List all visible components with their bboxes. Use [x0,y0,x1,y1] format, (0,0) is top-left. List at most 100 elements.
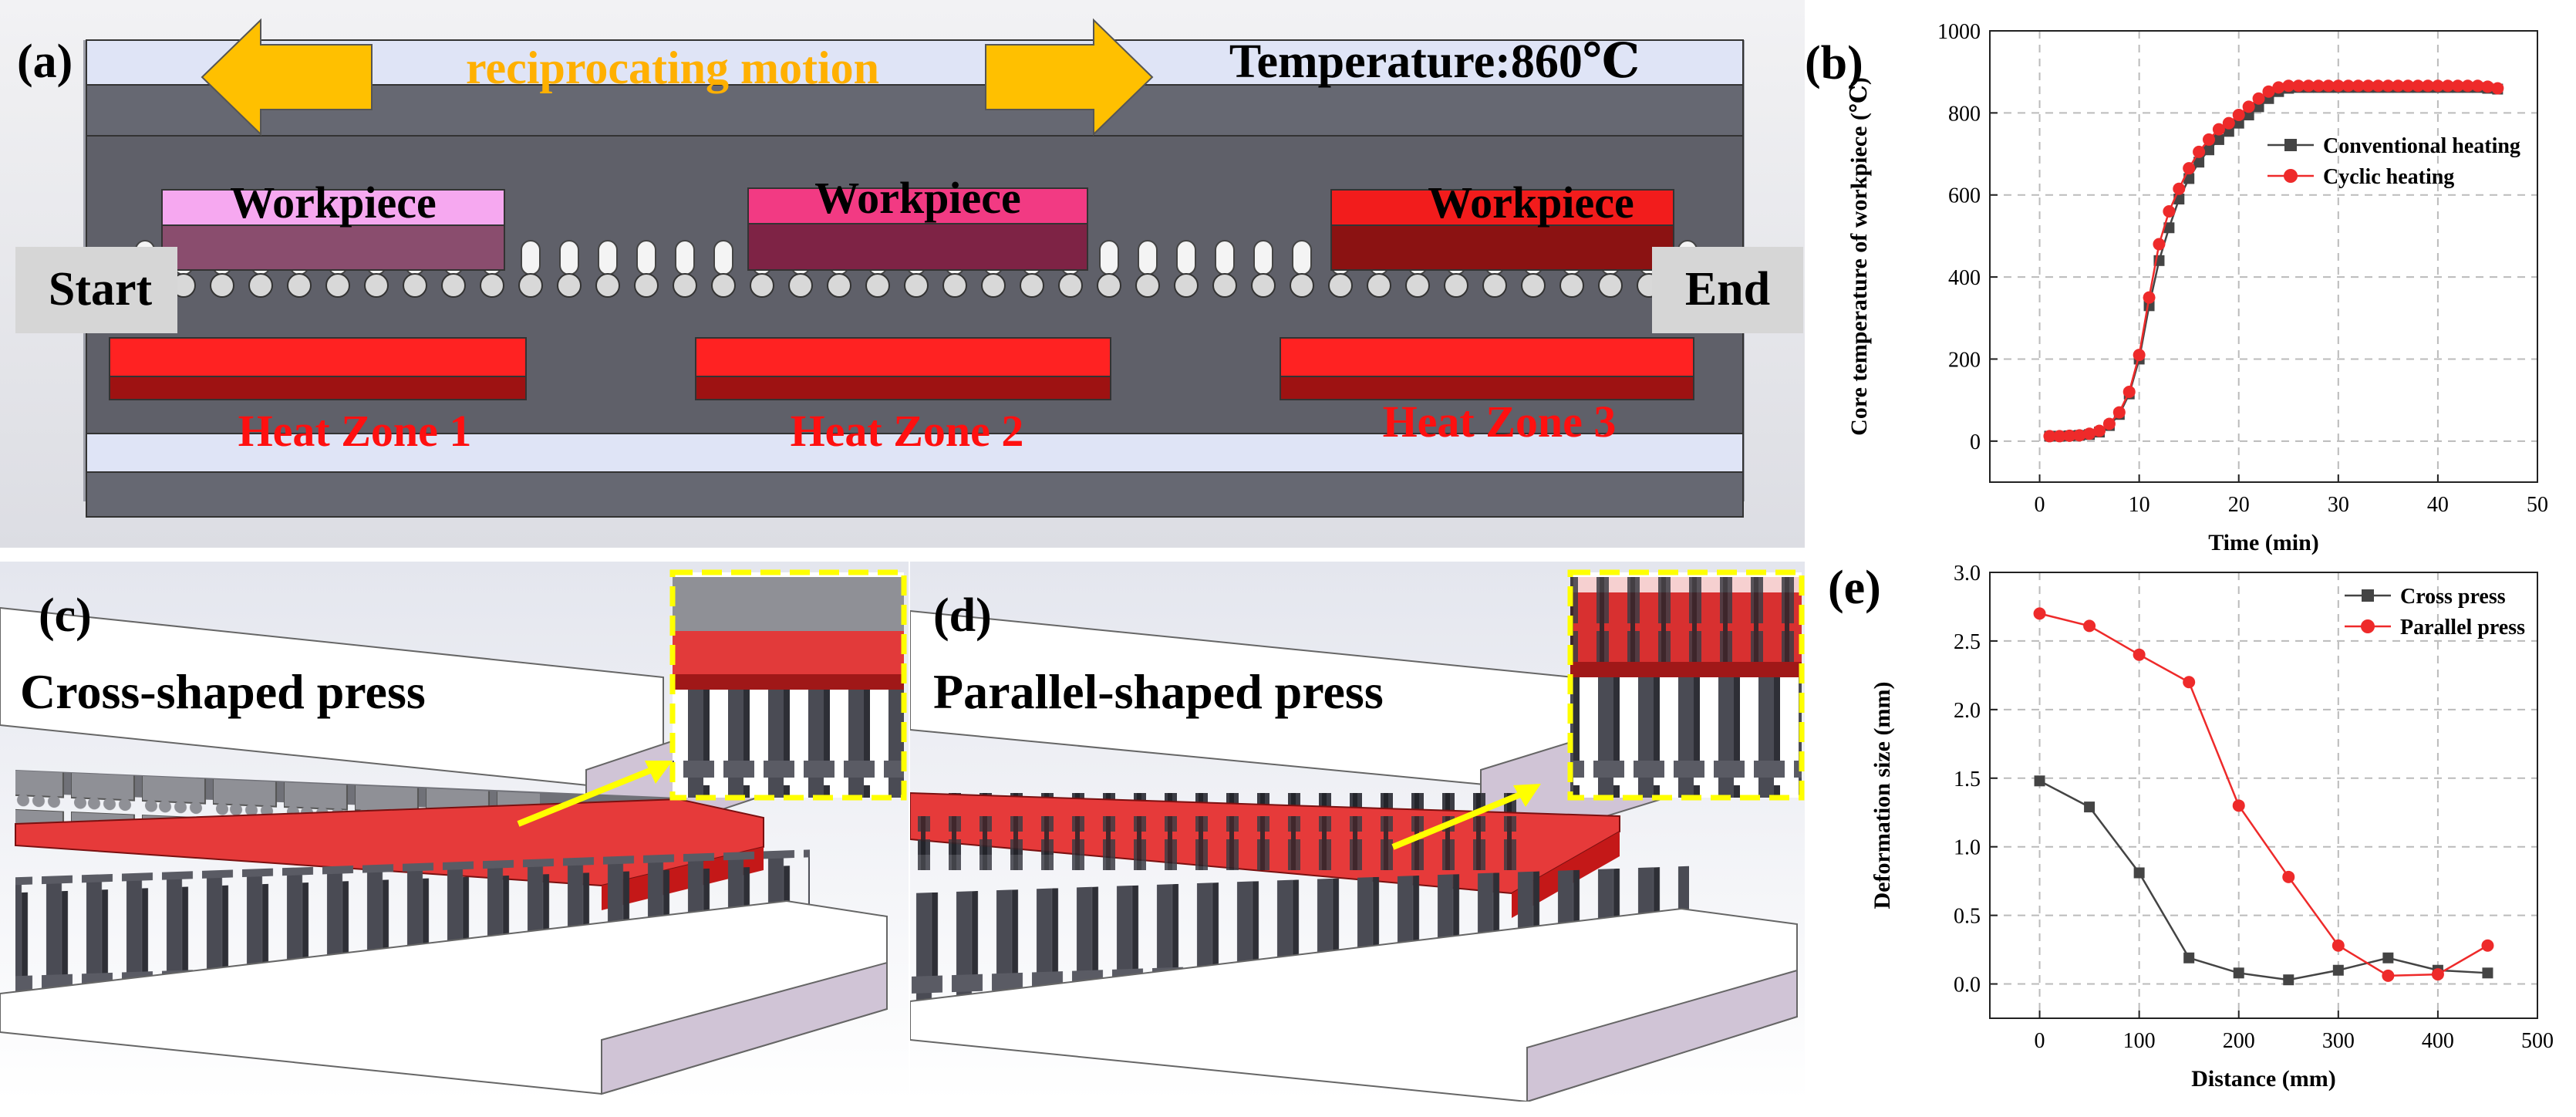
motion-label: reciprocating motion [466,42,879,93]
roller-post [675,240,695,275]
cross-press-render: (c) Cross-shaped press [0,562,909,1102]
data-point [2083,619,2096,633]
data-point [2083,427,2096,440]
data-point [2292,79,2305,93]
data-point [2312,79,2325,93]
data-point [2053,430,2066,443]
workpiece-2: Workpiece [747,173,1088,271]
roller [827,273,851,298]
roller-post [1176,240,1196,275]
data-point [2133,349,2146,362]
x-tick-label: 200 [2223,1029,2255,1053]
roller [287,273,312,298]
roller [325,273,350,298]
data-point [2123,386,2136,398]
heat-zone-2-label: Heat Zone 2 [791,406,1024,456]
roller [1058,273,1083,298]
data-point [2471,79,2484,93]
roller [865,273,890,298]
data-point [2232,109,2245,122]
roller [1174,273,1199,298]
roller-post [1215,240,1235,275]
roller [210,273,234,298]
series-line [2038,780,2488,981]
roller [1251,273,1276,298]
y-tick-label: 400 [1948,266,1981,290]
data-point [2392,79,2405,93]
furnace-diagram: Workpiece Workpiece Workpiece Heat Zone … [0,0,1809,548]
data-point [2431,968,2444,981]
data-point [2332,79,2345,93]
data-point [2133,648,2146,661]
data-point [2332,964,2344,976]
data-point [2491,82,2504,95]
roller [981,273,1006,298]
y-tick-label: 800 [1948,102,1981,126]
roller [518,273,543,298]
x-tick-label: 10 [2129,493,2150,517]
legend-marker [2284,139,2297,151]
data-point [2183,952,2195,963]
data-point [2232,799,2245,812]
y-tick-label: 0.5 [1954,905,1981,929]
heat-zone-1-label: Heat Zone 1 [238,406,472,456]
data-point [2093,424,2106,437]
roller [1482,273,1507,298]
data-point [2481,80,2494,93]
data-point [2242,100,2255,113]
workpiece-2-label: Workpiece [814,173,1020,223]
data-point [2382,952,2394,963]
roller [1020,273,1044,298]
roller [1135,273,1160,298]
data-point [2441,79,2454,93]
roller [673,273,697,298]
base-plate-side [601,961,888,1095]
data-point [2063,429,2076,442]
right-arrow-icon [985,18,1154,137]
x-tick-label: 0 [2035,1029,2045,1053]
workpiece-3: Workpiece [1330,177,1674,271]
data-point [2102,417,2116,430]
panel-e-label: (e) [1828,562,1881,614]
roller [634,273,659,298]
y-tick-label: 3.0 [1954,562,1981,585]
roller [480,273,504,298]
data-point [2173,182,2186,195]
data-point [2321,79,2335,93]
panel-c: (c) Cross-shaped press [0,562,909,1102]
y-axis-label: Deformation size (mm) [1870,682,1895,909]
panel-c-title: Cross-shaped press [20,664,426,719]
heat-zone-2: Heat Zone 2 [695,337,1111,456]
roller [441,273,466,298]
plot-frame [1989,30,2538,483]
legend-label: Cross press [2400,585,2506,609]
data-point [2203,144,2214,156]
data-point [2203,133,2215,146]
y-tick-label: 1.5 [1954,768,1981,791]
data-point [2073,429,2086,442]
roller [788,273,813,298]
roller-post [559,240,579,275]
data-point [2043,430,2056,443]
zoom-arrow-line [1391,790,1526,850]
parallel-press-render: (d) Parallel-shaped press [910,562,1809,1102]
data-point [2481,939,2494,952]
panel-d-title: Parallel-shaped press [933,664,1384,719]
data-point [2183,676,2196,689]
data-point [2372,79,2385,93]
x-axis-label: Time (min) [2208,530,2319,555]
data-point [2272,81,2285,94]
y-tick-label: 2.5 [1954,630,1981,654]
data-point [2163,222,2175,234]
heat-zone-3: Heat Zone 3 [1280,337,1694,447]
roller [1444,273,1468,298]
legend-label: Cyclic heating [2323,165,2454,189]
data-point [2193,157,2205,168]
data-point [2451,79,2464,93]
data-point [2342,79,2355,93]
workpiece-1-label: Workpiece [230,177,436,228]
data-point [2382,969,2395,982]
